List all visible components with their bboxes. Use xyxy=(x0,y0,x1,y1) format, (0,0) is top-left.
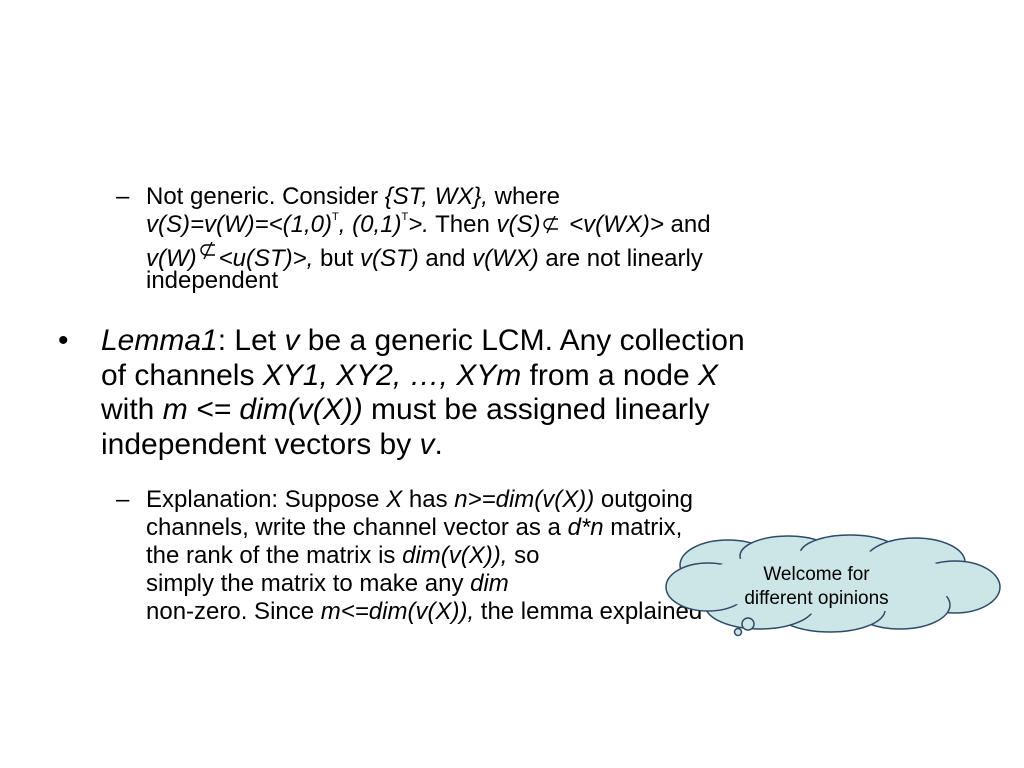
text-run: and xyxy=(663,211,711,238)
text-run: of channels xyxy=(101,358,263,392)
text-run: . xyxy=(434,427,443,461)
superscript: T xyxy=(332,211,339,223)
text-run: has xyxy=(402,486,455,513)
text-run-italic: <u(ST)>, xyxy=(218,245,314,272)
text-run-italic: X xyxy=(386,486,403,513)
text-line: channels, write the channel vector as a … xyxy=(146,514,946,542)
text-run: : Let xyxy=(217,324,285,357)
text-run-italic: v(S)=v(W)=<(1,0) xyxy=(146,211,333,238)
text-line: Lemma1: Let v be a generic LCM. Any coll… xyxy=(101,324,981,359)
text-run: Explanation: Suppose xyxy=(146,486,387,513)
bullet-marker: • xyxy=(58,324,69,357)
text-run-italic: n>=dim(v(X)) xyxy=(454,486,595,513)
bullet-body: Lemma1: Let v be a generic LCM. Any coll… xyxy=(101,324,981,462)
text-run: Not generic. Consider xyxy=(146,183,385,210)
text-run: with xyxy=(101,393,163,426)
cloud-callout-icon[interactable] xyxy=(650,532,1005,642)
text-run-italic: , (0,1) xyxy=(338,211,402,238)
text-run: Then xyxy=(428,211,497,238)
dash-marker: – xyxy=(116,486,130,513)
text-run-italic: v(S) xyxy=(496,211,541,238)
cloud-tail-bubble xyxy=(741,617,755,631)
text-run: but xyxy=(313,245,361,272)
text-line: non-zero. Since m<=dim(v(X)), the lemma … xyxy=(146,598,946,626)
text-run: be a generic LCM. Any collection xyxy=(299,324,745,357)
text-run: and xyxy=(418,245,473,272)
text-run-italic: m<=dim(v(X)), xyxy=(320,598,475,625)
text-line: v(S)=v(W)=<(1,0)T, (0,1)T>. Then v(S) <v… xyxy=(146,211,946,239)
text-run-italic: m <= dim(v(X)) xyxy=(162,393,363,426)
text-run-italic: X xyxy=(697,358,718,392)
text-run-italic: dim(v(X)), xyxy=(402,542,508,569)
text-run-italic: v(WX) xyxy=(472,245,539,272)
text-line: Explanation: Suppose X has n>=dim(v(X)) … xyxy=(146,486,946,514)
text-run-italic: Lemma1 xyxy=(101,324,218,357)
text-line: simply the matrix to make any dim xyxy=(146,570,946,598)
cloud-tail-bubble xyxy=(733,627,743,637)
text-line: with m <= dim(v(X)) must be assigned lin… xyxy=(101,393,981,428)
text-line: independent vectors by v. xyxy=(101,428,981,463)
not-subset-symbol-icon xyxy=(540,213,562,234)
text-run-italic: dim xyxy=(470,570,509,597)
text-line: the rank of the matrix is dim(v(X)), so xyxy=(146,542,946,570)
text-line: v(W) <u(ST)>, but v(ST) and v(WX) are not… xyxy=(146,239,946,272)
text-run: matrix, xyxy=(603,514,683,541)
text-run-italic: {ST, WX}, xyxy=(384,183,488,210)
text-run-italic: <v(WX)> xyxy=(562,211,664,238)
sub-bullet-body: Not generic. Consider {ST, WX}, where v(… xyxy=(146,183,946,295)
callout-line: Welcome for xyxy=(763,564,870,585)
text-run: non-zero. Since xyxy=(146,598,321,625)
text-run: the lemma explained xyxy=(474,598,703,625)
not-subset-symbol-icon xyxy=(197,239,219,260)
text-run: independent vectors by xyxy=(101,427,420,461)
callout-line: different opinions xyxy=(744,588,889,609)
sub-bullet-body: Explanation: Suppose X has n>=dim(v(X)) … xyxy=(146,486,946,626)
text-run: so xyxy=(507,542,540,569)
dash-marker: – xyxy=(116,183,130,210)
cloud-shape xyxy=(665,534,1001,633)
text-run: are not linearly xyxy=(538,245,703,272)
superscript: T xyxy=(401,211,409,223)
text-line: Not generic. Consider {ST, WX}, where xyxy=(146,183,946,211)
text-run: simply the matrix to make any xyxy=(146,570,471,597)
text-run: must be assigned linearly xyxy=(362,393,710,426)
text-run: outgoing xyxy=(594,486,694,513)
text-run: the rank of the matrix is xyxy=(146,542,403,569)
text-line: independent xyxy=(146,267,279,294)
text-run-italic: v xyxy=(419,427,435,461)
text-run-italic: v(W) xyxy=(146,245,197,272)
text-run-italic: v xyxy=(284,324,300,357)
text-run: channels, write the channel vector as a xyxy=(146,514,568,541)
text-run: where xyxy=(487,183,560,210)
text-line: of channels XY1, XY2, …, XYm from a node… xyxy=(101,359,981,394)
text-run: from a node xyxy=(521,358,698,392)
text-run-italic: v(ST) xyxy=(360,245,419,272)
callout-text: Welcome for different opinions xyxy=(684,563,949,611)
text-run-italic: XY1, XY2, …, XYm xyxy=(262,358,522,392)
text-run-italic: >. xyxy=(408,211,429,238)
text-run-italic: d*n xyxy=(567,514,604,541)
